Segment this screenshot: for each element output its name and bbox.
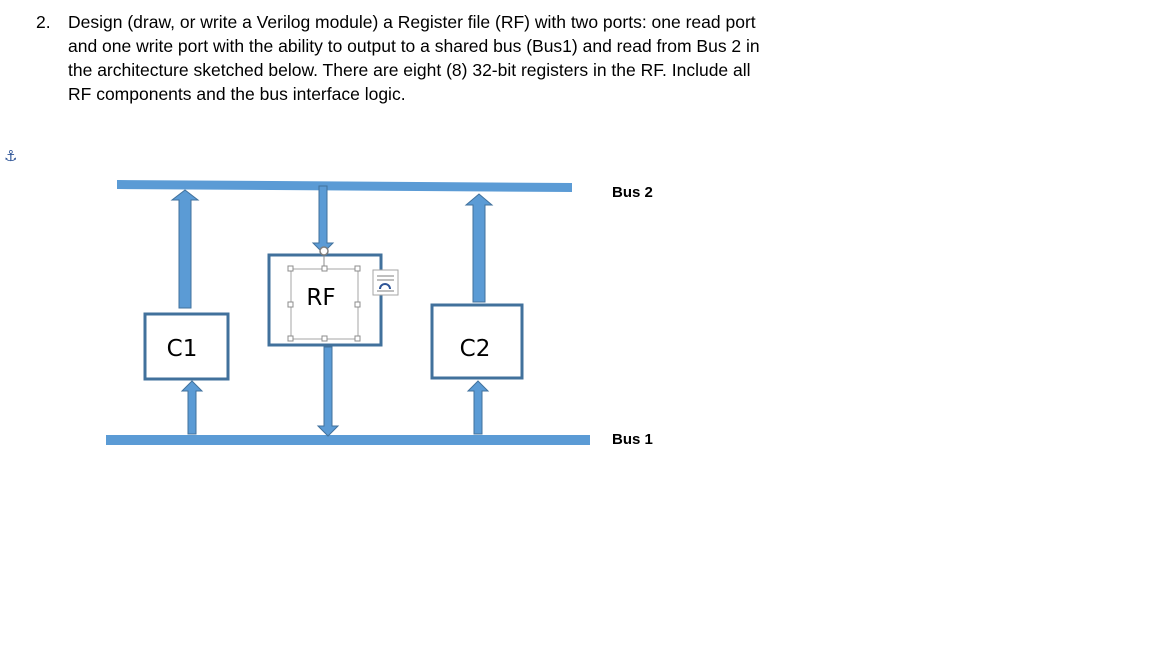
bus1-to-c2-arrow [466,380,490,435]
question-line-4: RF components and the bus interface logi… [68,84,406,104]
c1-label: C1 [167,336,198,362]
c1-box [143,312,230,381]
bus-1-label: Bus 1 [612,431,653,448]
question-text: Design (draw, or write a Verilog module)… [68,10,916,106]
bus-2-label: Bus 2 [612,184,653,201]
bus-1-line [106,435,590,445]
anchor-icon[interactable]: ⚓ [4,147,18,165]
layout-options-icon[interactable] [372,269,399,296]
c2-to-bus2-arrow [464,193,494,303]
question-line-2: and one write port with the ability to o… [68,36,760,56]
bus-2-line [117,180,572,192]
c2-label: C2 [460,336,491,362]
rotate-handle-icon[interactable] [319,246,329,266]
rf-label: RF [306,285,335,311]
bus1-to-c1-arrow [180,380,204,435]
rf-to-bus1-arrow [316,346,340,437]
question-line-3: the architecture sketched below. There a… [68,60,751,80]
question-line-1: Design (draw, or write a Verilog module)… [68,12,756,32]
question-block: 2. Design (draw, or write a Verilog modu… [36,10,916,106]
question-number: 2. [36,12,51,32]
c1-to-bus2-arrow [170,189,200,309]
bus2-to-rf-arrow [311,185,335,254]
c2-box [430,303,524,380]
